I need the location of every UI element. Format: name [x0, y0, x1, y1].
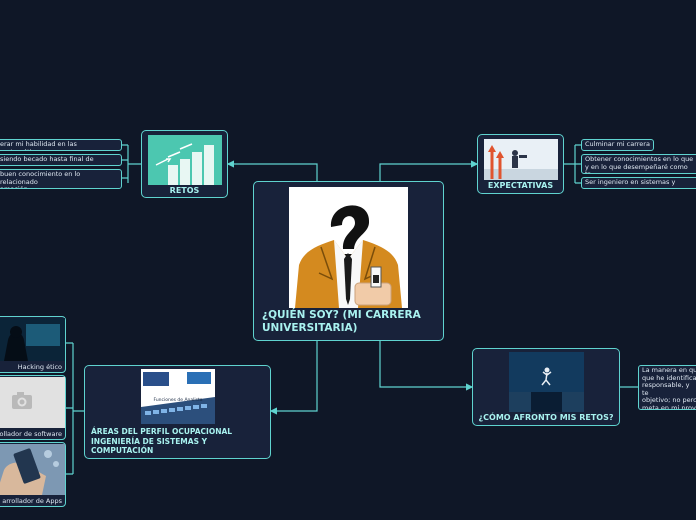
areas-title: ÁREAS DEL PERFIL OCUPACIONAL INGENIERÍA …: [91, 427, 233, 455]
area-label-software: rollador de software: [0, 430, 62, 438]
link-areas-items: [66, 342, 84, 475]
stairs-arrows-image: [148, 135, 222, 185]
expectativas-item-3[interactable]: Ser ingeniero en sistemas y comp: [581, 177, 696, 189]
analyst-image-caption: Funciones de Analista: [153, 398, 203, 403]
link-expectativas-items: [563, 144, 581, 184]
afronto-text[interactable]: La manera en qu que he identifica respon…: [638, 365, 696, 410]
link-retos: [226, 160, 318, 182]
link-areas: [269, 340, 318, 415]
expectativas-node[interactable]: EXPECTATIVAS: [477, 134, 564, 194]
area-item-hacking[interactable]: Hacking ético: [0, 316, 66, 373]
central-node[interactable]: ¿QUIÉN SOY? (MI CARRERA UNIVERSITARIA): [253, 181, 444, 341]
retos-item-2[interactable]: siendo becado hasta final de carrera.: [0, 154, 122, 166]
retos-title: RETOS: [169, 186, 200, 195]
areas-node[interactable]: Funciones de Analista ÁREAS DEL PERFIL O…: [84, 365, 271, 459]
area-label-apps: arrollador de Apps: [2, 497, 62, 505]
jumping-man-image: [509, 352, 584, 412]
area-item-apps[interactable]: arrollador de Apps: [0, 442, 66, 507]
retos-item-3[interactable]: buen conocimiento en lo relacionado amac…: [0, 169, 122, 189]
link-retos-items: [122, 144, 141, 183]
person-question-image: [289, 187, 408, 308]
link-afronto: [379, 340, 474, 391]
central-title: ¿QUIÉN SOY? (MI CARRERA UNIVERSITARIA): [262, 309, 421, 334]
expectativas-item-2[interactable]: Obtener conocimientos en lo que y en lo …: [581, 154, 696, 174]
businessman-arrows-image: [484, 139, 558, 180]
retos-node[interactable]: RETOS: [141, 130, 228, 198]
afronto-title: ¿CÓMO AFRONTO MIS RETOS?: [478, 413, 614, 422]
expectativas-item-1[interactable]: Culminar mi carrera: [581, 139, 654, 151]
hacker-image: [0, 318, 65, 361]
keyboard-analyst-image: Funciones de Analista: [141, 369, 215, 424]
afronto-node[interactable]: ¿CÓMO AFRONTO MIS RETOS?: [472, 348, 620, 426]
link-expectativas: [379, 160, 479, 182]
phone-hand-image: [0, 444, 65, 495]
area-item-software[interactable]: rollador de software: [0, 375, 66, 440]
image-placeholder: [0, 377, 65, 428]
area-label-hacking: Hacking ético: [17, 363, 62, 371]
retos-item-1[interactable]: erar mi habilidad en las matemáticas: [0, 139, 122, 151]
expectativas-title: EXPECTATIVAS: [487, 181, 554, 190]
